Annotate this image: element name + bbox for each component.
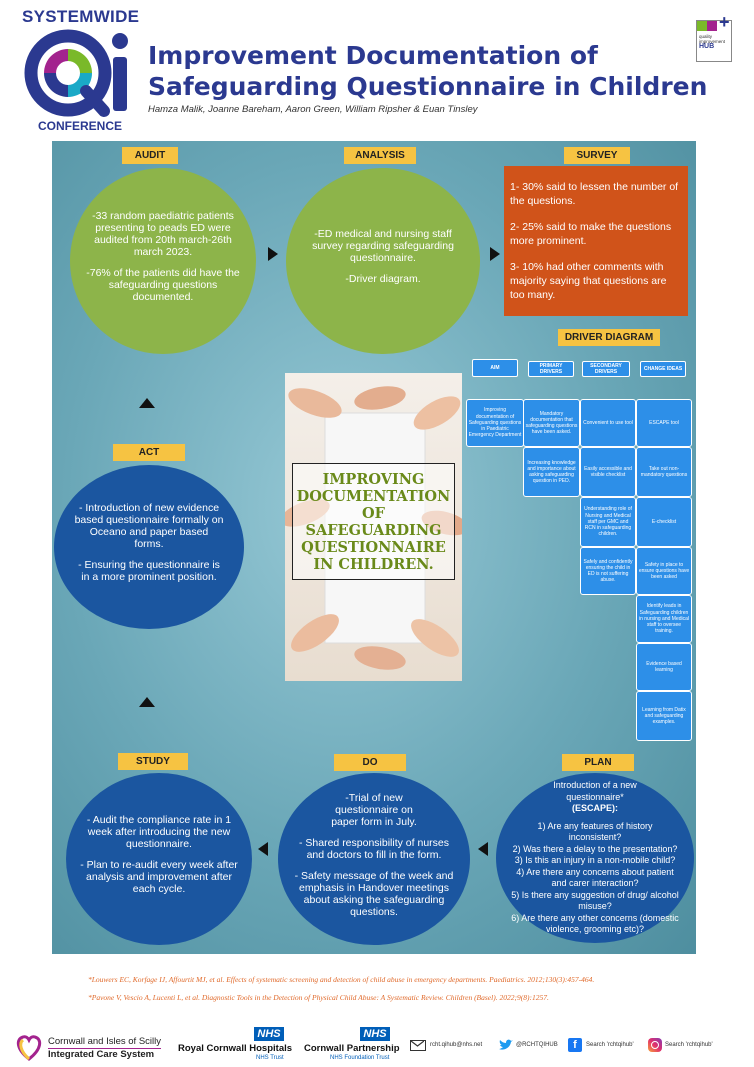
act-text-2: - Ensuring the questionnaire is in a mor…	[78, 559, 220, 583]
dd-primary-2: Increasing knowledge and importance abou…	[523, 447, 580, 497]
logo-conference: CONFERENCE	[38, 119, 123, 133]
act-circle: - Introduction of new evidence based que…	[54, 465, 244, 629]
rch-trust: NHS Trust	[256, 1055, 284, 1061]
authors: Hamza Malik, Joanne Bareham, Aaron Green…	[148, 104, 478, 115]
twitter-icon	[498, 1039, 514, 1052]
email-icon	[410, 1040, 426, 1051]
arrow-left-icon	[258, 842, 268, 856]
dd-change-6: Evidence based learning	[636, 643, 692, 691]
dd-header-change: CHANGE IDEAS	[640, 361, 686, 377]
reference-2: *Pavone V, Vescio A, Lucenti L, et al. D…	[88, 993, 549, 1002]
audit-text-1: -33 random paediatric patients presentin…	[92, 210, 234, 258]
plan-label: PLAN	[562, 754, 634, 771]
analysis-circle: -ED medical and nursing staff survey reg…	[286, 168, 480, 354]
audit-text-2: -76% of the patients did have the safegu…	[86, 267, 240, 303]
qi-hub-line3: HUB	[699, 43, 715, 50]
do-circle: -Trial of new questionnaire on paper for…	[278, 773, 470, 945]
arrow-up-icon	[139, 398, 155, 408]
instagram-icon	[648, 1038, 662, 1052]
facebook-icon: f	[568, 1038, 582, 1052]
reference-1: *Louwers EC, Korfage IJ, Affourtit MJ, e…	[88, 975, 595, 984]
instagram-search[interactable]: Search 'rchtqihub'	[665, 1042, 713, 1048]
twitter-handle[interactable]: @RCHTQIHUB	[516, 1042, 558, 1048]
survey-text-2: 2- 25% said to make the questions more p…	[510, 221, 672, 247]
dd-aim: Improving documentation of Safeguarding …	[466, 399, 524, 447]
act-label: ACT	[113, 444, 185, 461]
act-text-1: - Introduction of new evidence based que…	[74, 502, 224, 550]
dd-change-7: Learning from Datix and safeguarding exa…	[636, 691, 692, 741]
plan-question-4: 4) Are there any concerns about patient …	[516, 866, 674, 889]
do-label: DO	[334, 754, 406, 771]
plan-question-2: 2) Was there a delay to the presentation…	[512, 843, 678, 854]
study-label: STUDY	[118, 753, 188, 770]
study-circle: - Audit the compliance rate in 1 week af…	[66, 773, 252, 945]
plan-question-3: 3) Is this an injury in a non-mobile chi…	[514, 855, 676, 866]
dd-secondary-4: Safely and confidently ensuring the chil…	[580, 547, 636, 595]
nhs-logo: NHS	[254, 1027, 284, 1041]
plan-question-5: 5) Is there any suggestion of drug/ alco…	[511, 889, 679, 912]
arrow-left-icon	[478, 842, 488, 856]
dd-change-2: Take out non-mandatory questions	[636, 447, 692, 497]
dd-change-1: ESCAPE tool	[636, 399, 692, 447]
dd-header-secondary: SECONDARY DRIVERS	[582, 361, 630, 377]
survey-text-1: 1- 30% said to lessen the number of the …	[510, 181, 679, 207]
dd-header-aim: AIM	[472, 359, 518, 377]
arrow-up-icon	[139, 697, 155, 707]
do-text-3: - Safety message of the week and emphasi…	[294, 869, 454, 918]
survey-box: 1- 30% said to lessen the number of the …	[504, 166, 688, 316]
ics-line-2: Integrated Care System	[48, 1048, 161, 1061]
plan-intro: Introduction of a new questionnaire*	[553, 780, 637, 802]
audit-label: AUDIT	[122, 147, 178, 164]
photo-title: IMPROVING DOCUMENTATION OF SAFEGUARDING …	[292, 463, 455, 580]
plan-circle: Introduction of a new questionnaire* (ES…	[496, 773, 694, 943]
facebook-search[interactable]: Search 'rchtqihub'	[586, 1042, 634, 1048]
dd-change-4: Safety in place to ensure questions have…	[636, 547, 692, 595]
dd-primary-1: Mandatory documentation that safeguardin…	[523, 399, 580, 447]
arrow-right-icon	[490, 247, 500, 261]
arrow-right-icon	[268, 247, 278, 261]
plan-escape: (ESCAPE):	[571, 803, 618, 814]
dd-secondary-1: Convenient to use tool	[580, 399, 636, 447]
qi-hub-line2: improvement	[699, 39, 726, 44]
dd-secondary-2: Easily accessible and visible checklist	[580, 447, 636, 497]
rch-name: Royal Cornwall Hospitals	[178, 1043, 293, 1054]
cp-trust: NHS Foundation Trust	[330, 1055, 390, 1061]
ics-heart-icon	[14, 1033, 44, 1061]
qi-hub-logo: + quality improvement HUB	[696, 13, 732, 62]
plus-icon: +	[719, 12, 730, 32]
qi-hub-line1: quality	[699, 34, 713, 39]
analysis-text-2: -Driver diagram.	[345, 273, 421, 285]
plan-question-6: 6) Are there any other concerns (domesti…	[511, 912, 679, 935]
logo-systemwide: SYSTEMWIDE	[22, 7, 140, 26]
do-text-2: - Shared responsibility of nurses and do…	[299, 836, 449, 861]
plan-question-1: 1) Are any features of history inconsist…	[537, 820, 653, 843]
cp-name: Cornwall Partnership	[304, 1043, 400, 1054]
study-text-1: - Audit the compliance rate in 1 week af…	[86, 814, 232, 850]
ics-logo: Cornwall and Isles of Scilly Integrated …	[48, 1036, 161, 1061]
nhs-logo: NHS	[360, 1027, 390, 1041]
study-text-2: - Plan to re-audit every week after anal…	[80, 859, 238, 895]
driver-diagram-label: DRIVER DIAGRAM	[558, 329, 660, 346]
audit-circle: -33 random paediatric patients presentin…	[70, 168, 256, 354]
dd-header-primary: PRIMARY DRIVERS	[528, 361, 574, 377]
ics-line-1: Cornwall and Isles of Scilly	[48, 1036, 161, 1047]
dd-change-5: Identify leads in Safeguarding children …	[636, 595, 692, 643]
qi-logo-icon	[24, 29, 128, 117]
email-link[interactable]: rcht.qihub@nhs.net	[430, 1042, 483, 1048]
do-text-1: -Trial of new questionnaire on paper for…	[331, 791, 417, 828]
page-title: Improvement Documentation of Safeguardin…	[148, 41, 708, 101]
survey-label: SURVEY	[564, 147, 630, 164]
survey-text-3: 3- 10% had other comments with majority …	[510, 261, 667, 301]
analysis-label: ANALYSIS	[344, 147, 416, 164]
analysis-text-1: -ED medical and nursing staff survey reg…	[312, 228, 454, 264]
dd-secondary-3: Understanding role of Nursing and Medica…	[580, 497, 636, 547]
dd-change-3: E-checklist	[636, 497, 692, 547]
